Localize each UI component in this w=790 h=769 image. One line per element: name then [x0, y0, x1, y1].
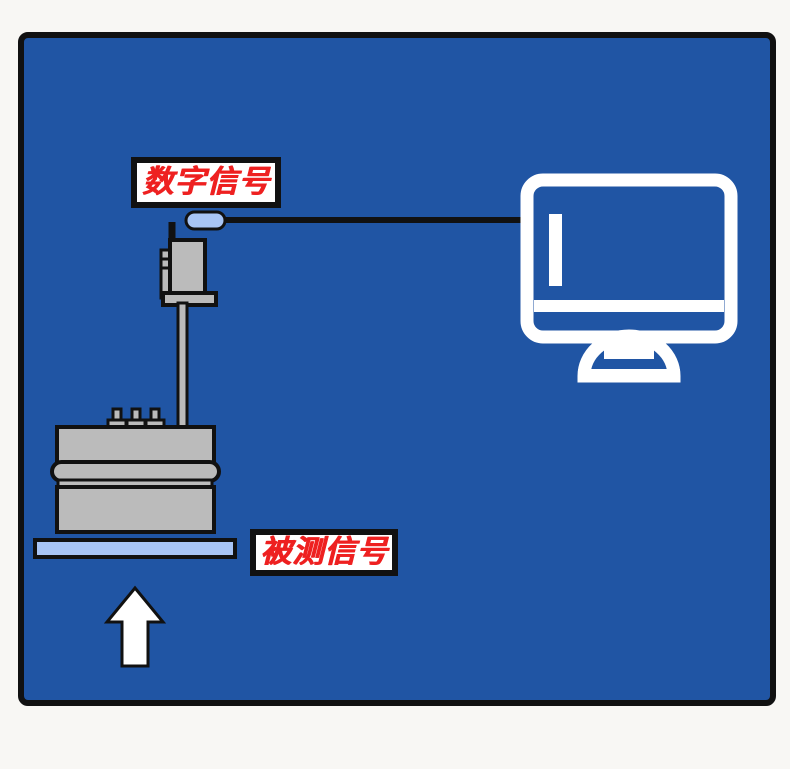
label-measured-signal: 被测信号: [250, 529, 398, 576]
label-digital-signal-text: 数字信号: [142, 164, 270, 200]
label-measured-signal-text: 被测信号: [260, 534, 388, 570]
label-digital-signal: 数字信号: [131, 157, 281, 208]
diagram-panel: [18, 32, 776, 706]
